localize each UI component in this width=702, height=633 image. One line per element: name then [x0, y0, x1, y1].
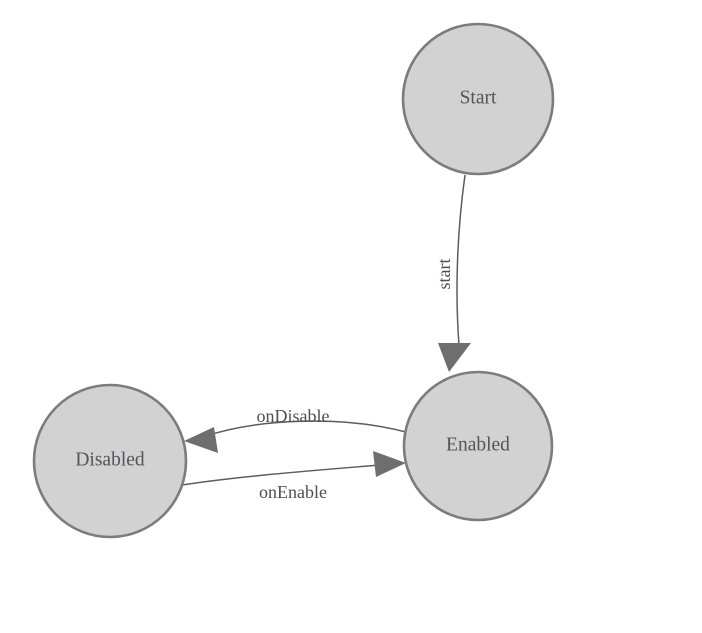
edge-start-to-enabled[interactable]: start — [434, 174, 471, 372]
node-disabled[interactable]: Disabled — [32, 383, 188, 539]
node-start[interactable]: Start — [401, 22, 555, 176]
edge-disabled-to-enabled[interactable]: onEnable — [181, 451, 406, 502]
node-enabled[interactable]: Enabled — [402, 370, 554, 522]
edge-label-onenable: onEnable — [259, 482, 327, 502]
arrowhead-disabled-to-enabled — [373, 451, 406, 477]
edge-path-start-to-enabled — [456, 174, 466, 346]
edge-path-disabled-to-enabled — [181, 464, 381, 486]
edge-label-start: start — [434, 259, 454, 290]
arrowhead-enabled-to-disabled — [184, 427, 218, 453]
edge-path-enabled-to-disabled — [205, 420, 407, 437]
node-start-circle[interactable] — [401, 22, 555, 176]
edge-enabled-to-disabled[interactable]: onDisable — [184, 406, 407, 453]
arrowhead-start-to-enabled — [438, 343, 471, 372]
edge-label-ondisable: onDisable — [257, 406, 330, 426]
node-enabled-circle[interactable] — [402, 370, 554, 522]
node-disabled-circle[interactable] — [32, 383, 188, 539]
